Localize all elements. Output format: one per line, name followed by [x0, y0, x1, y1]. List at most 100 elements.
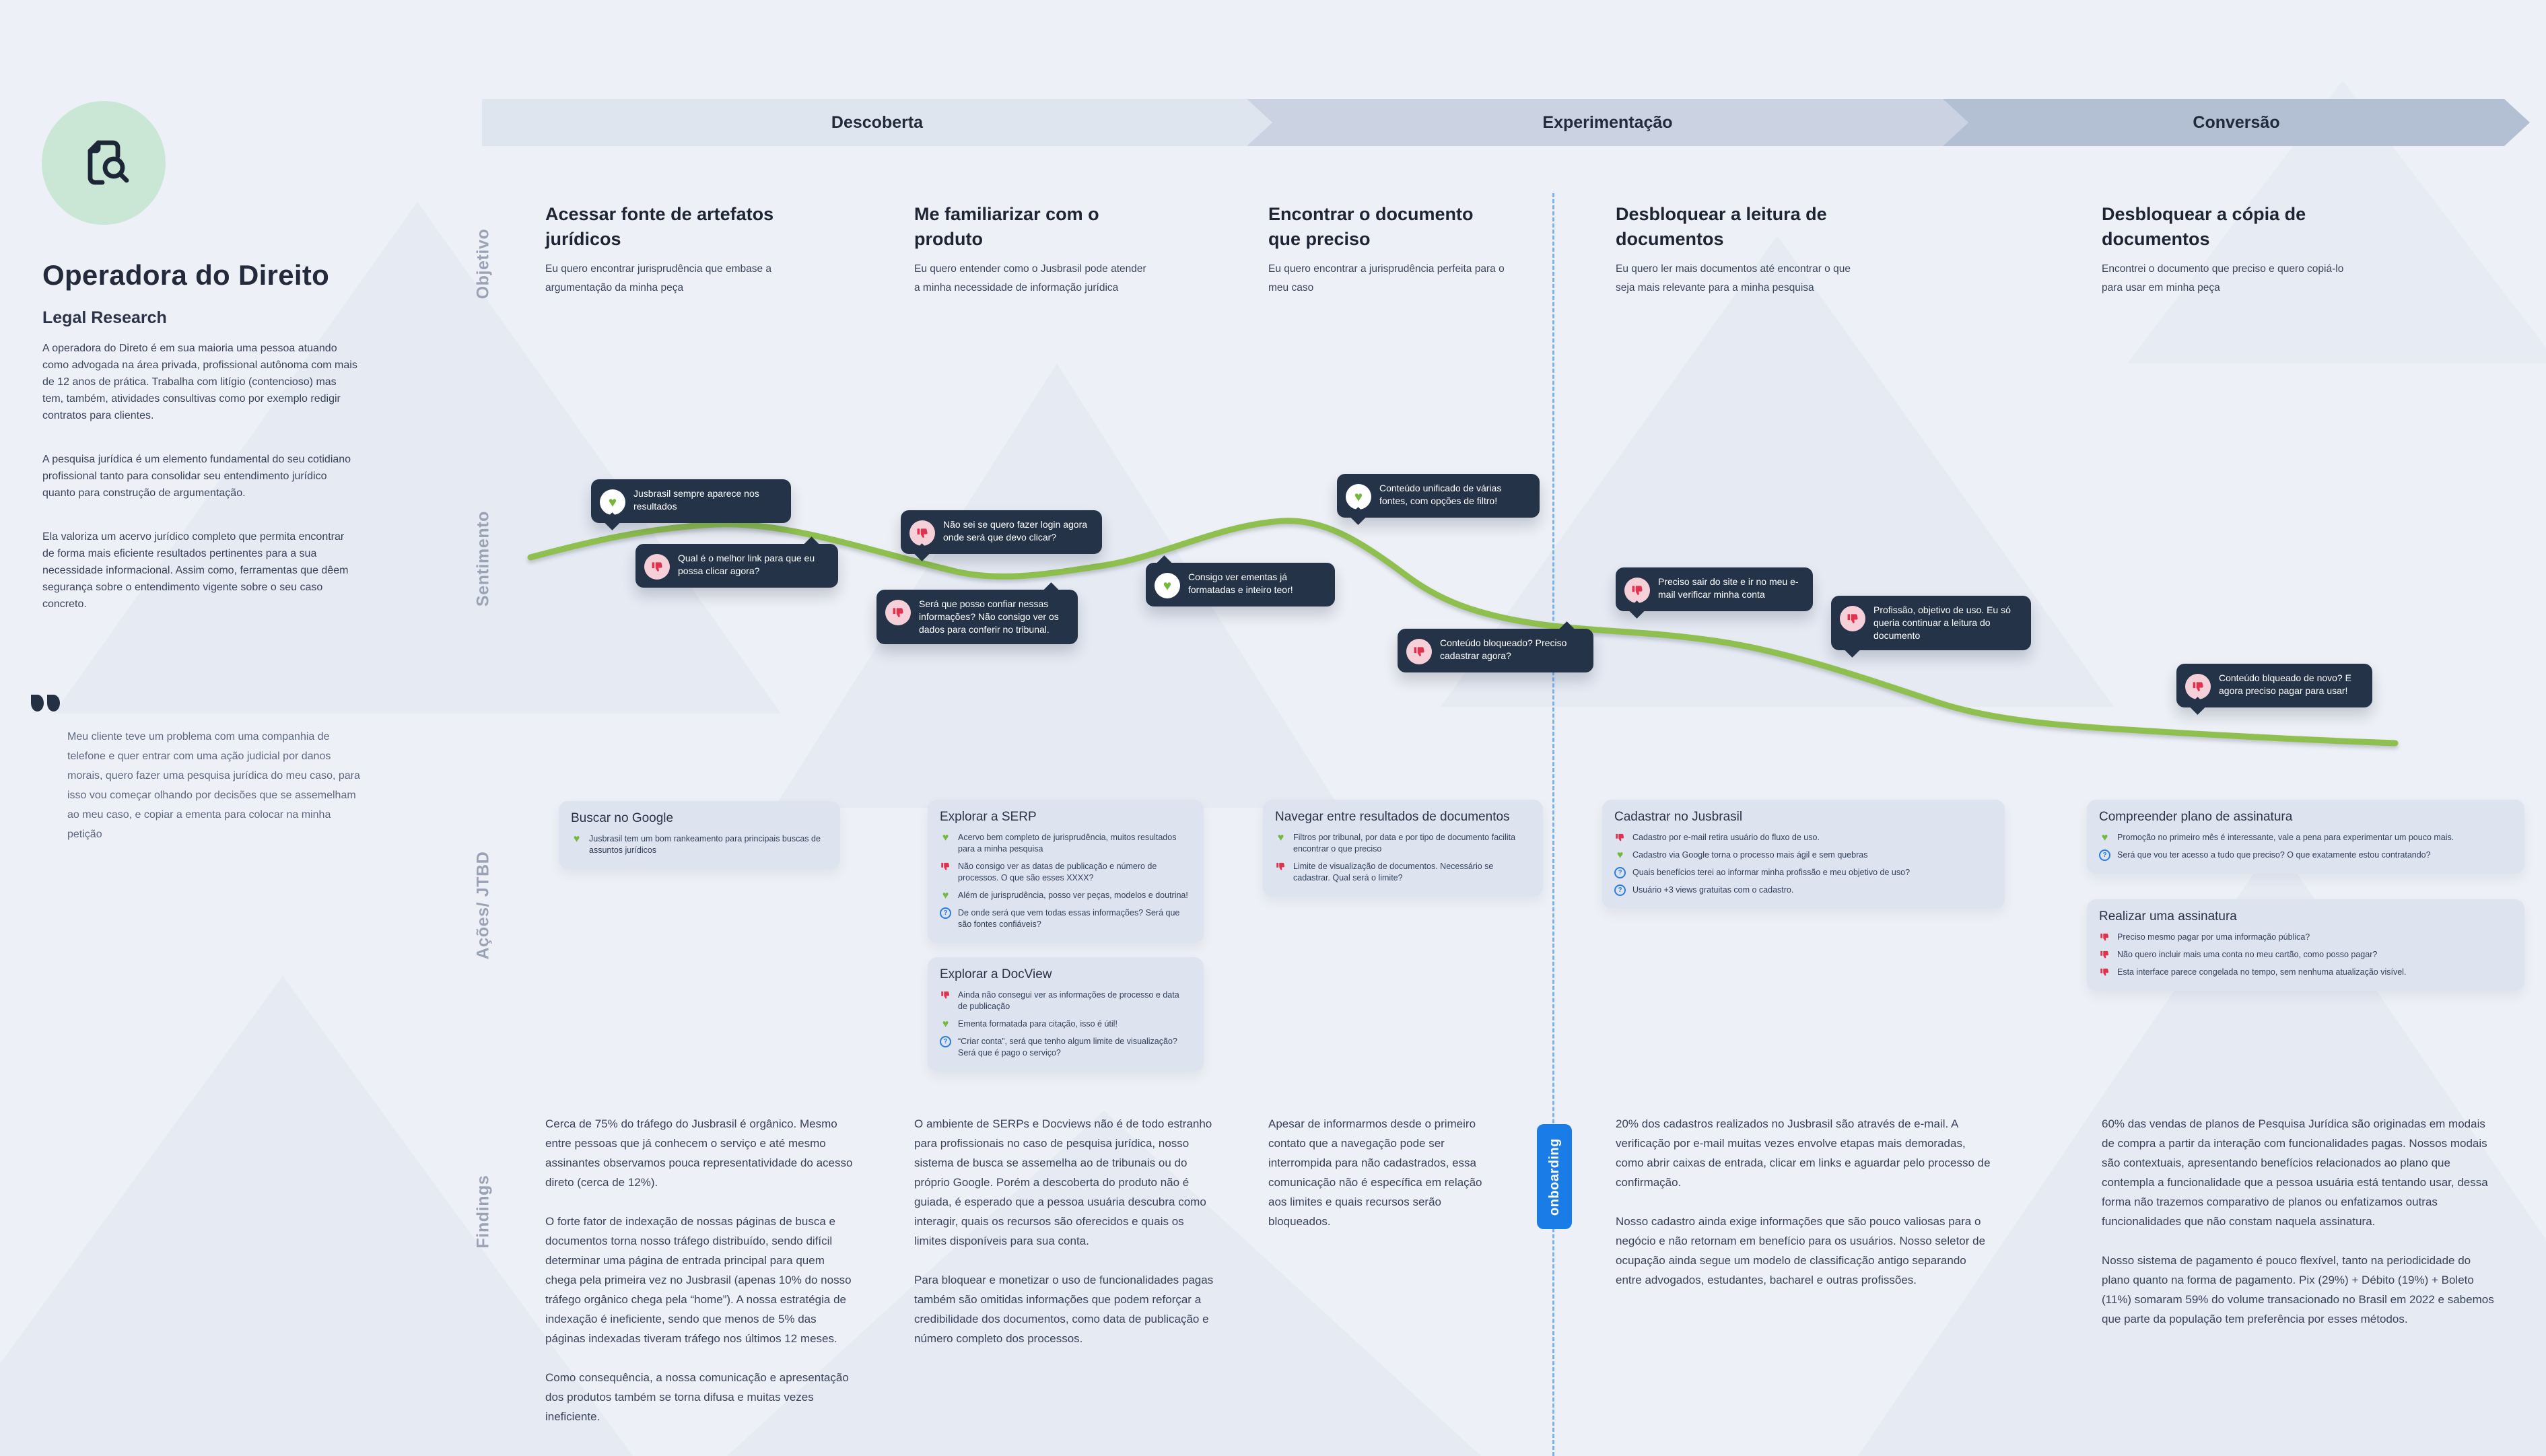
- document-search-icon: [88, 140, 129, 185]
- column-goal: Eu quero encontrar a jurisprudência perf…: [1268, 263, 1505, 293]
- column-goal: Encontrei o documento que preciso e quer…: [2102, 263, 2344, 293]
- sentiment-bubble-positive: ♥ Conteúdo unificado de várias fontes, c…: [1337, 474, 1540, 525]
- heart-icon: ♥: [942, 889, 949, 901]
- heart-icon: ♥: [573, 833, 580, 845]
- card-item: ♥ Além de jurisprudência, posso ver peça…: [940, 890, 1190, 901]
- bubble-text: Conteúdo unificado de várias fontes, com…: [1379, 483, 1502, 506]
- question-icon: ?: [1614, 867, 1626, 878]
- bubble-text: Consigo ver ementas já formatadas e inte…: [1188, 571, 1293, 595]
- bubble-text: Preciso sair do site e ir no meu e-mail …: [1658, 576, 1799, 600]
- column-title-line: Encontrar o documento: [1268, 204, 1474, 224]
- sentiment-bubble-negative: Conteúdo bloqueado? Preciso cadastrar ag…: [1398, 621, 1593, 672]
- jtbd-card-compreender-plano: Compreender plano de assinatura ♥ Promoç…: [2087, 800, 2524, 874]
- finding-paragraph: Cerca de 75% do tráfego do Jusbrasil é o…: [545, 1117, 853, 1189]
- card-item: ♥ Promoção no primeiro mês é interessant…: [2099, 832, 2511, 843]
- card-item: ? De onde será que vem todas essas infor…: [940, 907, 1190, 930]
- card-title: Explorar a SERP: [940, 810, 1037, 824]
- findings-column-2: O ambiente de SERPs e Docviews não é de …: [914, 1114, 1216, 1368]
- bubble-text: Jusbrasil sempre aparece nos resultados: [633, 488, 759, 512]
- bubble-tail: [913, 543, 931, 561]
- card-item: Não consigo ver as datas de publicação e…: [940, 861, 1190, 884]
- column-title-line: documentos: [2102, 229, 2210, 249]
- question-icon: ?: [2099, 850, 2110, 861]
- card-title: Realizar uma assinatura: [2099, 909, 2237, 924]
- persona-avatar: [42, 101, 166, 225]
- jtbd-card-cadastrar-no-jusbrasil: Cadastrar no Jusbrasil Cadastro por e-ma…: [1602, 800, 2005, 909]
- heart-icon: ♥: [600, 489, 625, 515]
- thumbs-down-icon: [885, 600, 911, 625]
- card-item: Esta interface parece congelada no tempo…: [2099, 967, 2511, 978]
- card-item-text: Acervo bem completo de jurisprudência, m…: [958, 833, 1177, 854]
- card-item-text: Ementa formatada para citação, isso é út…: [958, 1019, 1117, 1029]
- card-item: Cadastro por e-mail retira usuário do fl…: [1614, 832, 1991, 843]
- phase-experimentacao: Experimentação: [1247, 99, 1968, 146]
- card-title: Cadastrar no Jusbrasil: [1614, 810, 1743, 824]
- findings-column-4: 20% dos cadastros realizados no Jusbrasi…: [1616, 1114, 1994, 1309]
- finding-paragraph: Nosso cadastro ainda exige informações q…: [1616, 1215, 1986, 1286]
- heart-icon: ♥: [942, 1018, 949, 1030]
- row-label-objetivo: Objetivo: [473, 228, 493, 300]
- sentiment-bubble-negative: Qual é o melhor link para que eu possa c…: [635, 536, 838, 588]
- heart-glyph: ♥: [1163, 578, 1172, 594]
- card-item: ♥ Cadastro via Google torna o processo m…: [1614, 850, 1991, 861]
- card-item-text: Ainda não consegui ver as informações de…: [958, 990, 1179, 1011]
- column-title: Desbloquear a leitura de documentos: [1616, 202, 1898, 252]
- column-title: Me familiarizar com o produto: [914, 202, 1183, 252]
- finding-paragraph: O forte fator de indexação de nossas pág…: [545, 1215, 852, 1345]
- row-label-findings: Findings: [473, 1175, 493, 1249]
- phase-descoberta: Descoberta: [482, 99, 1272, 146]
- bubble-text: Profissão, objetivo de uso. Eu só queria…: [1873, 604, 2011, 641]
- card-item-text: Não consigo ver as datas de publicação e…: [958, 862, 1157, 882]
- card-title: Explorar a DocView: [940, 967, 1052, 981]
- thumbs-down-icon: [2099, 967, 2110, 978]
- thumbs-down-icon: [1406, 639, 1432, 664]
- card-item-text: Não quero incluir mais uma conta no meu …: [2117, 950, 2378, 959]
- card-item-text: Além de jurisprudência, posso ver peças,…: [958, 891, 1188, 900]
- column-title-line: Desbloquear a leitura de: [1616, 204, 1827, 224]
- column-title-line: que preciso: [1268, 229, 1371, 249]
- persona-description: A operadora do Direto é em sua maioria u…: [42, 340, 357, 639]
- findings-column-1: Cerca de 75% do tráfego do Jusbrasil é o…: [545, 1114, 854, 1446]
- bubble-text: Qual é o melhor link para que eu possa c…: [678, 553, 815, 576]
- finding-paragraph: O ambiente de SERPs e Docviews não é de …: [914, 1117, 1212, 1247]
- jtbd-card-buscar-no-google: Buscar no Google ♥ Jusbrasil tem um bom …: [559, 801, 840, 869]
- persona-paragraph: A pesquisa jurídica é um elemento fundam…: [42, 454, 351, 499]
- question-icon: ?: [1614, 885, 1626, 896]
- sentiment-bubble-negative: Profissão, objetivo de uso. Eu só queria…: [1831, 596, 2031, 658]
- column-goal: Eu quero entender como o Jusbrasil pode …: [914, 263, 1146, 293]
- thumbs-down-icon: [2185, 674, 2211, 699]
- persona-subtitle: Legal Research: [42, 308, 167, 327]
- column-title: Desbloquear a cópia de documentos: [2102, 202, 2384, 252]
- card-item-text: Limite de visualização de documentos. Ne…: [1293, 862, 1494, 882]
- question-icon: ?: [940, 907, 951, 919]
- row-label-sentimento: Sentimento: [473, 510, 493, 607]
- jtbd-card-explorar-a-serp: Explorar a SERP ♥ Acervo bem completo de…: [928, 800, 1204, 943]
- bubble-text: Será que posso confiar nessas informaçõe…: [919, 598, 1059, 635]
- card-item: ? Quais benefícios terei ao informar min…: [1614, 867, 1991, 878]
- sentiment-bubble-positive: ♥ Jusbrasil sempre aparece nos resultado…: [591, 479, 791, 530]
- quote-drop-icon: [31, 695, 44, 712]
- card-item-text: Jusbrasil tem um bom rankeamento para pr…: [589, 834, 821, 855]
- findings-column-3: Apesar de informarmos desde o primeiro c…: [1268, 1114, 1492, 1251]
- card-item-text: Esta interface parece congelada no tempo…: [2117, 967, 2407, 977]
- card-item-text: Cadastro via Google torna o processo mai…: [1632, 850, 1868, 860]
- card-item-text: Cadastro por e-mail retira usuário do fl…: [1632, 833, 1820, 842]
- sentiment-bubble-negative: Preciso sair do site e ir no meu e-mail …: [1616, 567, 1813, 619]
- card-item-text: Será que vou ter acesso a tudo que preci…: [2117, 850, 2431, 860]
- bubble-tail: [2189, 697, 2207, 715]
- phase-label: Experimentação: [1542, 112, 1673, 132]
- heart-icon: ♥: [1346, 484, 1371, 510]
- sentiment-bubble-negative: Será que posso confiar nessas informaçõe…: [876, 582, 1078, 644]
- thumbs-down-icon: [1614, 832, 1626, 843]
- card-item: ♥ Acervo bem completo de jurisprudência,…: [940, 832, 1190, 855]
- onboarding-divider-line: [1552, 193, 1554, 1456]
- card-item: ? “Criar conta”, será que tenho algum li…: [940, 1036, 1190, 1059]
- sentiment-bubble-negative: Não sei se quero fazer login agora onde …: [901, 510, 1102, 561]
- finding-paragraph: Apesar de informarmos desde o primeiro c…: [1268, 1117, 1482, 1228]
- card-item-text: Filtros por tribunal, por data e por tip…: [1293, 833, 1516, 854]
- column-title-line: Acessar fonte de artefatos: [545, 204, 774, 224]
- finding-paragraph: Nosso sistema de pagamento é pouco flexí…: [2102, 1254, 2494, 1325]
- onboarding-ribbon: onboarding: [1537, 1124, 1572, 1229]
- heart-icon: ♥: [1155, 573, 1180, 598]
- thumbs-down-icon: [644, 554, 670, 580]
